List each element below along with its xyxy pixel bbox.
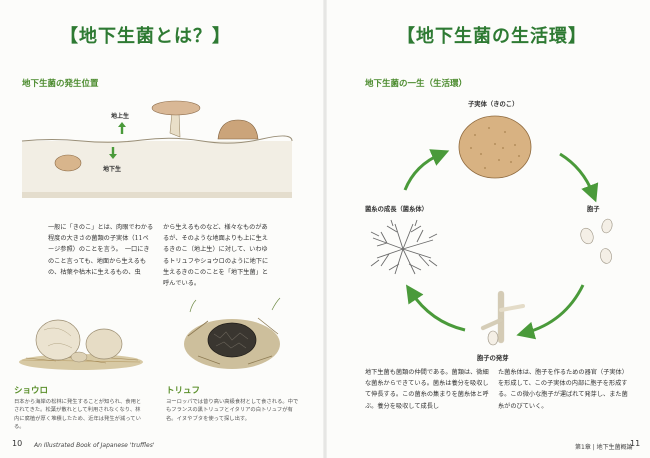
body-paragraph-col1: 一般に「きのこ」とは、肉眼でわかる程度の大きさの菌類の子実体（11ページ参照）の… [48,224,154,276]
right-page-number: 11 [630,439,641,448]
shouro-caption-title: ショウロ [14,386,49,396]
lifecycle-cycle-arrows [403,149,599,340]
position-subheading: 地下生菌の発生位置 [22,79,99,89]
left-page-number: 10 [12,439,23,448]
left-footer-text: An Illustrated Book of Japanese 'truffle… [34,442,155,449]
truffle-illustration [184,297,281,369]
germinating-spore-illustration [480,290,525,346]
stage-germination-label: 胞子の発芽 [477,355,509,362]
right-page-title: 【地下生菌の生活環】 [397,26,587,47]
lifecycle-subheading: 地下生菌の一生（生活環） [365,79,468,89]
page-gutter [323,0,327,458]
stage-fruiting-body-label: 子実体（きのこ） [468,101,519,108]
right-footer-text: 第1章 | 地下生菌概論 [575,444,633,451]
shouro-caption-text: 日本から海岸の松林に発生することが知られ、食用とされてきた。松葉が散れとして利用… [14,399,142,431]
shouro-illustration [19,319,143,370]
label-below-ground: 地下生 [103,166,122,173]
label-above-ground: 地上生 [111,113,130,120]
mycelium-illustration [370,219,438,275]
lifecycle-paragraph-col2: た菌糸体は、胞子を作るための器官（子実体）を形成して、この子実体の内部に胞子を形… [498,369,628,410]
lifecycle-paragraph-col1: 地下生菌も菌類の仲間である。菌類は、微細な菌糸からできている。菌糸は養分を吸収し… [365,369,489,410]
left-page: 【地下生菌とは？】 地下生菌の発生位置 地上生 地下生 一般に「きのこ」とは、肉… [12,26,299,449]
arrow-down-icon [109,147,117,159]
truffle-caption-text: ヨーロッパでは昔り高い高級食材として食される。中でもフランスの黒トリュフとイタリ… [166,399,299,422]
stage-mycelium-label: 菌糸の成長（菌糸体） [365,206,428,213]
left-page-title: 【地下生菌とは？】 [60,26,231,47]
truffle-caption-title: トリュフ [166,386,201,396]
spores-illustration [580,218,613,264]
body-paragraph-col2: から生えるものなど、様々なものがあるが、そのような地面よりも上に生えるきのこ（地… [163,224,269,288]
arrow-up-icon [118,122,126,134]
stage-spore-label: 胞子 [587,206,600,213]
fruiting-body-illustration [458,115,532,179]
right-page: 【地下生菌の生活環】 地下生菌の一生（生活環） 子実体（きのこ） 胞子 [325,0,650,458]
ground-position-illustration [21,100,293,198]
